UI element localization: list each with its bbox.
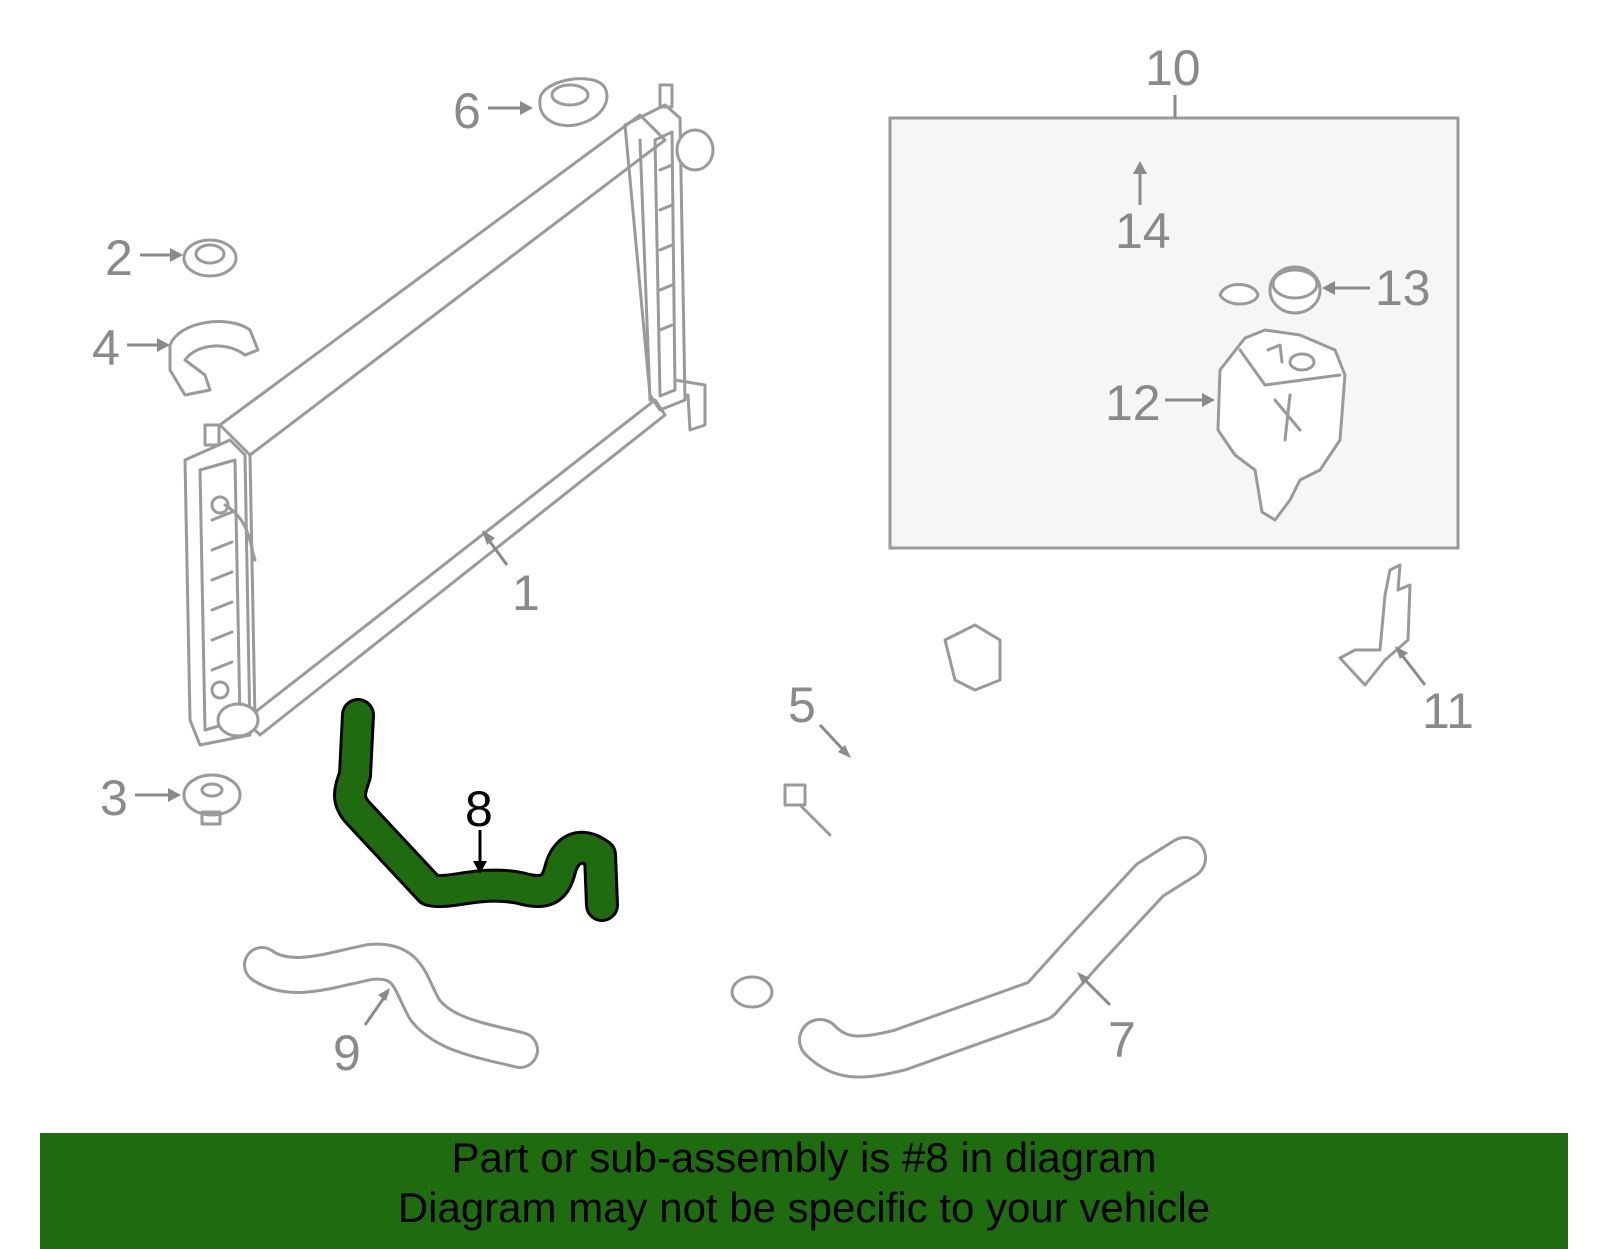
hose-part-9[interactable] (243, 942, 539, 1069)
mount-part-3[interactable] (182, 773, 242, 826)
callout-14: 14 (1115, 203, 1171, 259)
upper-hose-part-5[interactable] (687, 623, 1002, 1022)
hose-clamp[interactable] (1218, 283, 1260, 306)
callout-13: 13 (1375, 260, 1431, 316)
callout-10: 10 (1145, 40, 1201, 96)
radiator-cap-part-6[interactable] (538, 77, 609, 128)
callout-6: 6 (453, 83, 481, 139)
callout-11: 11 (1422, 683, 1474, 739)
callout-4: 4 (92, 320, 120, 376)
callout-2: 2 (105, 230, 133, 286)
banner-line-1: Part or sub-assembly is #8 in diagram (451, 1134, 1157, 1181)
reservoir-kit-box (888, 116, 1460, 550)
bracket-part-4[interactable] (168, 320, 260, 397)
reservoir-cap-part-13[interactable] (1268, 265, 1322, 315)
info-banner: Part or sub-assembly is #8 in diagram Di… (40, 1133, 1568, 1249)
callout-8: 8 (465, 781, 493, 837)
callout-12: 12 (1105, 375, 1161, 431)
callout-7: 7 (1108, 1012, 1136, 1068)
callout-5: 5 (788, 677, 816, 733)
bracket-part-11[interactable] (1338, 563, 1412, 687)
callout-9: 9 (333, 1025, 361, 1081)
highlighted-hose-part-8[interactable] (333, 698, 619, 922)
callout-3: 3 (100, 770, 128, 826)
overflow-hose-part-14[interactable] (927, 148, 1308, 265)
radiator-part[interactable] (183, 83, 715, 747)
callout-arrows (127, 101, 1427, 1026)
coolant-reservoir-part-12[interactable] (1216, 328, 1347, 522)
grommet-part-2[interactable] (182, 238, 238, 278)
lower-hose-part-7[interactable] (798, 836, 1207, 1079)
callout-1: 1 (512, 565, 540, 621)
banner-line-2: Diagram may not be specific to your vehi… (397, 1184, 1211, 1231)
